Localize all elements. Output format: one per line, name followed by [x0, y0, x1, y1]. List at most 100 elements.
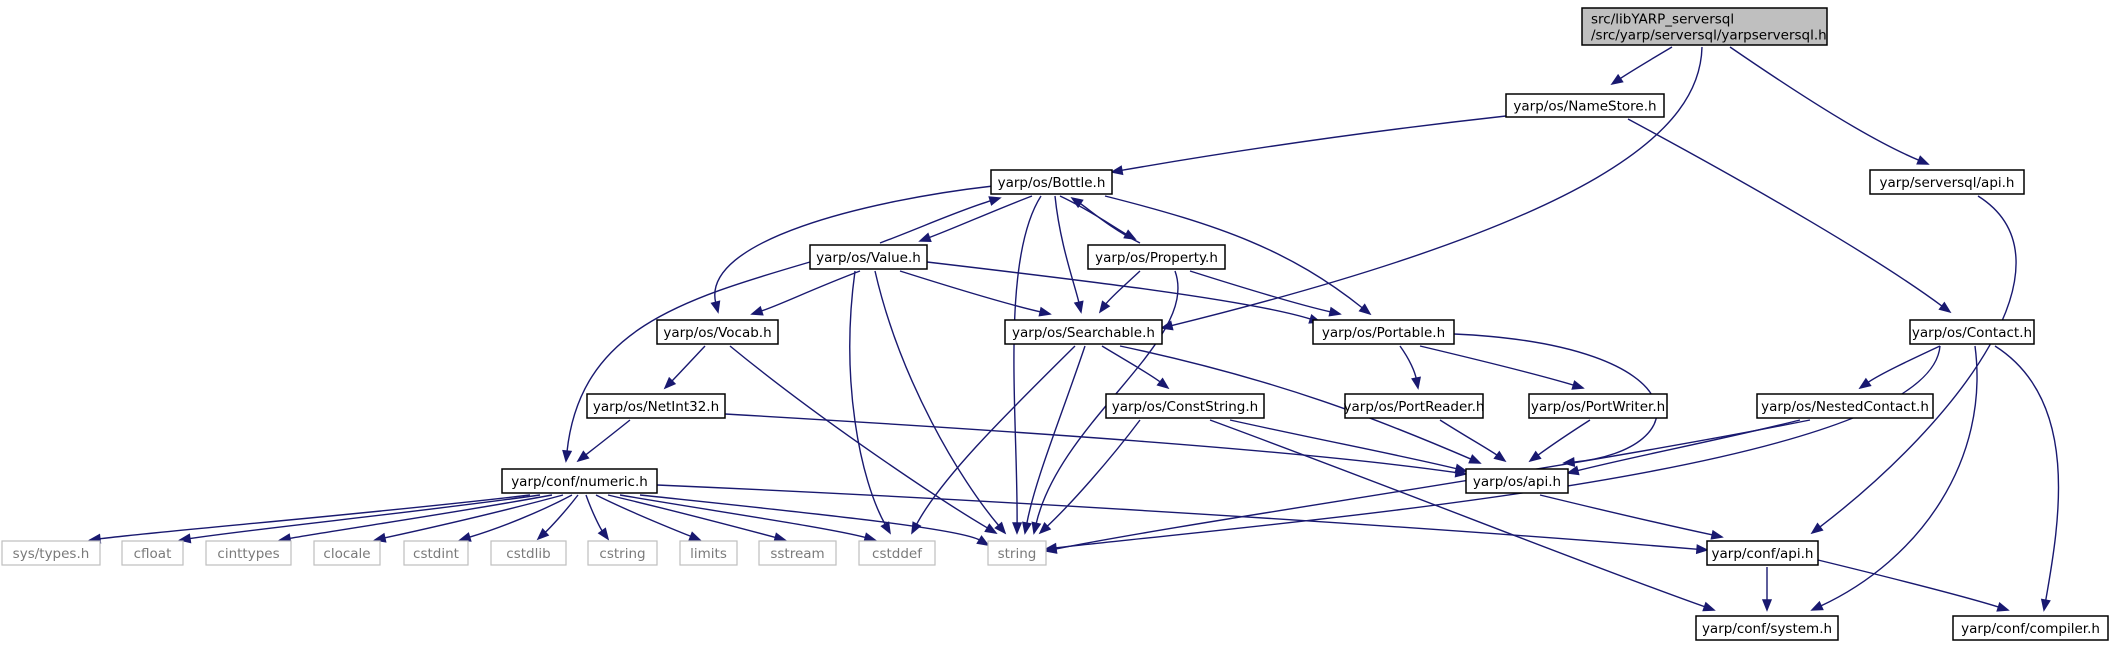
node-property[interactable]: yarp/os/Property.h [1087, 244, 1226, 270]
edge-arrowhead [1328, 306, 1342, 317]
edge-arrowhead [562, 449, 573, 463]
node-box [679, 540, 738, 566]
edge-arrowhead [597, 527, 610, 541]
node-searchable[interactable]: yarp/os/Searchable.h [1004, 319, 1163, 345]
node-label: sstream [770, 546, 824, 562]
node-box [1004, 319, 1163, 345]
edge-arrowhead [1996, 601, 2010, 612]
node-cstddef: cstddef [858, 540, 936, 566]
edge-arrowhead [688, 531, 702, 541]
edge-arrowhead [663, 376, 677, 390]
node-label: yarp/conf/numeric.h [511, 474, 648, 490]
edge-namestore-to-bottle [1110, 115, 1507, 176]
edge-bottle-to-vocab [710, 185, 994, 314]
node-box [490, 540, 567, 566]
edge-contact-to-nestedcontact [1858, 345, 1941, 390]
node-compiler[interactable]: yarp/conf/compiler.h [1952, 615, 2109, 641]
node-label: yarp/os/PortReader.h [1344, 399, 1485, 415]
edge-line [1619, 46, 1673, 80]
edge-numeric-to-sstream [607, 494, 787, 543]
edge-arrowhead [1468, 454, 1482, 464]
edge-arrowhead [1038, 306, 1052, 317]
node-numeric[interactable]: yarp/conf/numeric.h [501, 468, 658, 494]
edge-line [724, 413, 1458, 474]
node-box [1952, 615, 2109, 641]
node-bottle[interactable]: yarp/os/Bottle.h [990, 169, 1113, 195]
edge-numeric-to-cfloat [178, 494, 541, 544]
edge-arrowhead [1411, 376, 1421, 390]
edge-line [1013, 195, 1042, 525]
edge-bottle-to-portable [1104, 195, 1372, 316]
node-portable[interactable]: yarp/os/Portable.h [1312, 319, 1455, 345]
edge-arrowhead [880, 521, 891, 535]
edge-arrowhead [1528, 450, 1542, 463]
edge-line [1439, 419, 1499, 457]
edge-line [98, 494, 531, 540]
node-sstream: sstream [758, 540, 837, 566]
edge-arrowhead [710, 300, 721, 314]
node-vocab[interactable]: yarp/os/Vocab.h [656, 319, 779, 345]
node-os-api[interactable]: yarp/os/api.h [1465, 468, 1569, 494]
node-root[interactable]: src/libYARP_serversql/src/yarp/serversql… [1581, 7, 1828, 46]
edge-os_api-to-conf_api [1539, 494, 1724, 540]
node-serversql-api[interactable]: yarp/serversql/api.h [1869, 169, 2025, 195]
node-portreader[interactable]: yarp/os/PortReader.h [1344, 393, 1485, 419]
node-value[interactable]: yarp/os/Value.h [809, 244, 928, 270]
node-box [1, 540, 101, 566]
edge-line [1399, 345, 1418, 380]
node-label: clocale [323, 546, 370, 562]
edge-arrowhead [1012, 522, 1023, 535]
edge-line [879, 199, 992, 244]
edge-value-to-string [874, 270, 1007, 535]
node-label: src/libYARP_serversql [1591, 12, 1734, 28]
edge-line [544, 494, 579, 534]
node-conf-api[interactable]: yarp/conf/api.h [1706, 540, 1819, 566]
edge-arrowhead [2040, 598, 2051, 612]
edge-arrowhead [1358, 303, 1372, 316]
edge-line [670, 345, 706, 383]
edge-line [1170, 46, 1703, 327]
edge-numeric-to-cstddef [619, 494, 877, 543]
edge-line [1035, 270, 1179, 525]
node-namestore[interactable]: yarp/os/NameStore.h [1505, 93, 1665, 118]
node-box [1869, 169, 2025, 195]
edge-line [1866, 345, 1941, 384]
edge-arrowhead [750, 305, 764, 316]
edge-line [383, 494, 564, 539]
node-label: limits [690, 546, 727, 562]
node-label: yarp/os/NestedContact.h [1761, 399, 1929, 415]
edge-line [1817, 559, 2000, 608]
edge-value-to-vocab [750, 270, 861, 316]
edge-portwriter-to-os_api [1528, 419, 1591, 463]
node-label: yarp/os/Bottle.h [998, 175, 1106, 191]
edge-bottle-to-searchable [1054, 195, 1084, 314]
node-cstdint: cstdint [403, 540, 469, 566]
edge-netint32-to-numeric [576, 419, 631, 463]
node-nestedcontact[interactable]: yarp/os/NestedContact.h [1756, 393, 1934, 419]
node-system[interactable]: yarp/conf/system.h [1695, 615, 1839, 641]
node-netint32[interactable]: yarp/os/NetInt32.h [586, 393, 726, 419]
edge-portreader-to-os_api [1439, 419, 1507, 463]
node-box [809, 244, 928, 270]
edge-line [1104, 195, 1364, 309]
node-label: yarp/os/api.h [1473, 474, 1561, 490]
node-contact[interactable]: yarp/os/Contact.h [1909, 319, 2035, 345]
nodes-layer: src/libYARP_serversql/src/yarp/serversql… [1, 7, 2109, 641]
node-label: yarp/os/PortWriter.h [1531, 399, 1665, 415]
edge-nestedcontact-to-string [1044, 419, 1811, 554]
node-conststring[interactable]: yarp/os/ConstString.h [1105, 393, 1265, 419]
edge-searchable-to-string [1022, 345, 1086, 535]
edge-line [926, 261, 1312, 320]
edge-line [849, 270, 887, 526]
edge-arrowhead [1156, 377, 1170, 390]
node-label: cstdint [413, 546, 459, 562]
edge-arrowhead [1070, 196, 1084, 209]
node-portwriter[interactable]: yarp/os/PortWriter.h [1528, 393, 1668, 419]
edge-line [1054, 195, 1080, 304]
edge-arrowhead [1695, 544, 1709, 555]
edge-contact-to-system [1810, 345, 1978, 611]
edge-searchable-to-cstddef [911, 345, 1076, 535]
edge-conststring-to-string [1038, 419, 1141, 535]
edge-line [1059, 195, 1128, 236]
edge-arrowhead [1493, 450, 1507, 463]
